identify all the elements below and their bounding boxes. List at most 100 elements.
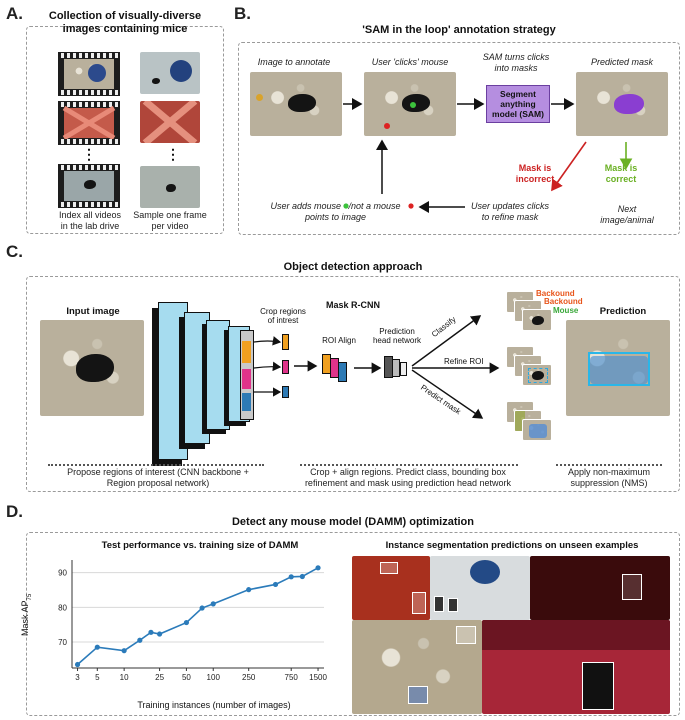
class-background-1: Backound — [536, 289, 575, 298]
data-point — [299, 573, 305, 580]
x-tick-label: 5 — [95, 673, 100, 682]
input-image-label: Input image — [66, 306, 120, 317]
aligned-roi-3 — [338, 362, 347, 382]
series-line — [77, 567, 319, 666]
ellipsis-right: ⋮ — [166, 146, 180, 162]
separator-2 — [300, 464, 518, 466]
user-adds-points-label: User adds mouse /not a mouse points to i… — [270, 201, 401, 222]
panel-c-letter: C. — [6, 242, 23, 261]
seg-example-2 — [430, 556, 530, 620]
data-point — [156, 631, 163, 637]
data-point — [315, 565, 321, 571]
ellipsis-left: ⋮ — [82, 146, 96, 162]
mask-crop-3 — [522, 419, 552, 441]
x-tick-label: 750 — [285, 673, 299, 682]
data-point — [121, 648, 127, 654]
class-crop-3 — [522, 309, 552, 331]
x-tick-label: 100 — [207, 673, 221, 682]
cnn-layer-2 — [184, 312, 210, 444]
x-tick-label: 50 — [182, 673, 191, 682]
video-thumbnail-2 — [58, 101, 120, 145]
input-image — [40, 320, 144, 416]
panel-b-letter: B. — [234, 4, 251, 23]
panel-a-frame — [26, 26, 224, 234]
data-point — [183, 619, 190, 626]
x-tick-label: 1500 — [309, 673, 327, 682]
data-point — [288, 574, 294, 580]
prediction-label: Prediction — [599, 306, 647, 317]
panel-a-title-line2: images containing mice — [62, 23, 188, 35]
data-point — [199, 605, 205, 611]
footnote-crop-align: Crop + align regions. Predict class, bou… — [304, 467, 512, 488]
x-tick-label: 3 — [75, 673, 80, 682]
panel-b-frame — [238, 42, 680, 235]
sampled-frame-3 — [140, 166, 200, 208]
data-point — [246, 587, 252, 593]
head-layer-3 — [400, 362, 407, 376]
data-point — [74, 661, 81, 668]
head-layer-2 — [392, 359, 400, 377]
panel-c-title: Object detection approach — [283, 261, 423, 273]
seg-example-3 — [530, 556, 670, 620]
prediction-image — [566, 320, 670, 416]
image-predicted-mask — [576, 72, 668, 136]
x-tick-label: 25 — [155, 673, 164, 682]
roi-align-label: ROI Align — [322, 336, 356, 345]
class-mouse: Mouse — [553, 306, 579, 315]
crop-orange — [282, 334, 289, 350]
data-point — [94, 644, 100, 650]
panel-a-title: Collection of visually-diverse images co… — [26, 10, 224, 36]
crop-pink — [282, 360, 289, 374]
seg-example-4 — [352, 620, 482, 714]
separator-3 — [556, 464, 662, 466]
chart-ylabel: Mask AP75 — [20, 593, 33, 636]
data-point — [148, 629, 154, 635]
sampled-frame-2 — [140, 101, 200, 143]
refine-crop-3 — [522, 364, 552, 386]
step-predicted-mask: Predicted mask — [590, 57, 654, 67]
sampled-frame-1 — [140, 52, 200, 94]
data-point — [210, 601, 216, 607]
class-background-2: Backound — [544, 297, 583, 306]
image-user-clicks — [364, 72, 456, 136]
image-to-annotate — [250, 72, 342, 136]
panel-d-letter: D. — [6, 502, 23, 521]
cnn-layer-3 — [206, 320, 230, 430]
panel-c-frame — [26, 276, 680, 492]
footnote-propose: Propose regions of interest (CNN backbon… — [67, 467, 249, 488]
y-tick-label: 80 — [58, 603, 67, 612]
y-tick-label: 90 — [58, 569, 67, 578]
separator-1 — [48, 464, 264, 466]
feature-map — [240, 330, 254, 420]
panel-d-title: Detect any mouse model (DAMM) optimizati… — [231, 516, 475, 528]
data-point — [272, 581, 279, 588]
video-thumbnail-1 — [58, 52, 120, 96]
panel-a-letter: A. — [6, 4, 23, 23]
panel-a-title-line1: Collection of visually-diverse — [48, 10, 202, 22]
panel-b-title: 'SAM in the loop' annotation strategy — [362, 24, 556, 36]
seg-examples-title: Instance segmentation predictions on uns… — [385, 540, 639, 551]
chart-title: Test performance vs. training size of DA… — [101, 540, 299, 551]
seg-example-1 — [352, 556, 430, 620]
mask-rcnn-label: Mask R-CNN — [325, 300, 380, 310]
y-tick-label: 70 — [58, 638, 67, 647]
step-image-to-annotate: Image to annotate — [257, 57, 331, 67]
panel-d-frame — [26, 532, 680, 716]
chart-xlabel: Training instances (number of images) — [137, 700, 291, 710]
seg-example-5 — [482, 620, 670, 714]
video-thumbnail-3 — [58, 164, 120, 208]
x-tick-label: 10 — [120, 673, 129, 682]
